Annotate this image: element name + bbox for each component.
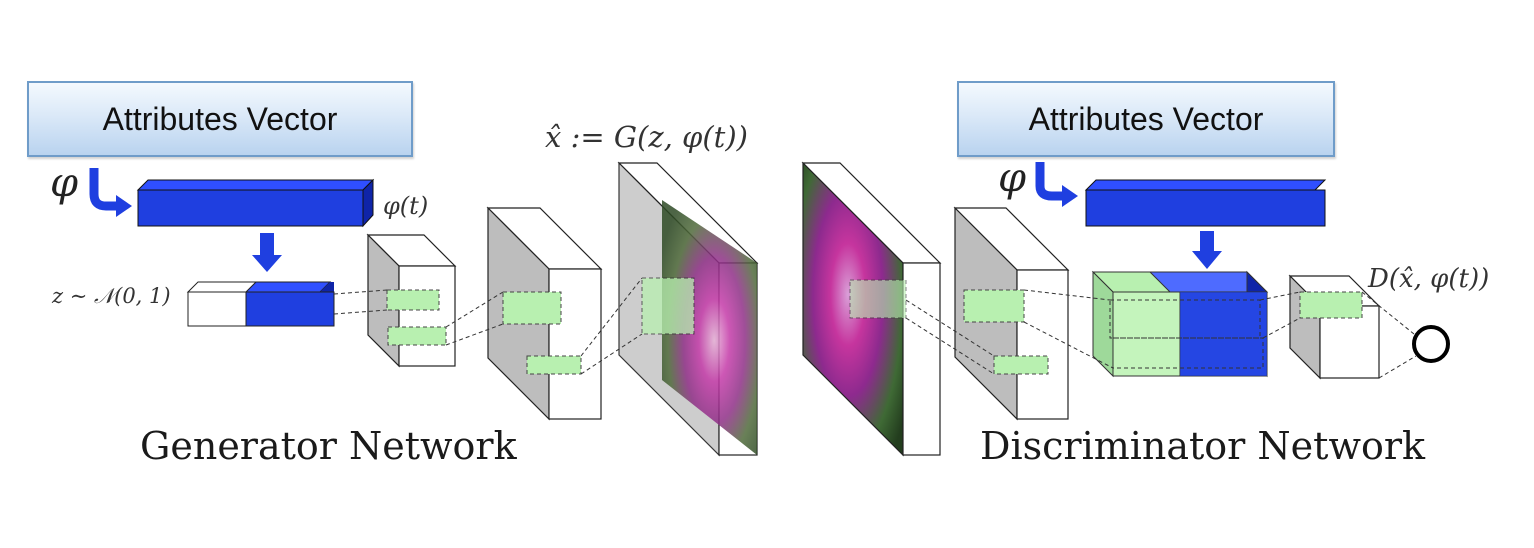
- generated-image-slab: [617, 161, 759, 457]
- discriminator-input-slab: [801, 161, 942, 457]
- discriminator-attributes-vector-box: Attributes Vector: [957, 81, 1335, 157]
- discriminator-network-title: Discriminator Network: [980, 424, 1426, 468]
- generator-block-1: [366, 233, 457, 368]
- discriminator-phi-symbol: φ: [998, 155, 1027, 201]
- discriminator-block-1: [953, 206, 1070, 421]
- generator-phi-symbol: φ: [50, 160, 79, 206]
- discriminator-output-label: D(x̂, φ(t)): [1368, 264, 1490, 294]
- generator-attributes-vector-box: Attributes Vector: [27, 81, 413, 157]
- discriminator-embedding-bar: [1084, 179, 1327, 227]
- discriminator-block-2: [1288, 274, 1381, 380]
- generator-curved-arrow-icon: [89, 168, 132, 217]
- generated-image-label: x̂ := G(z, φ(t)): [545, 120, 748, 154]
- generator-embedding-bar: [136, 178, 375, 228]
- generator-block-2: [486, 206, 603, 421]
- generator-attributes-vector-label: Attributes Vector: [102, 100, 338, 137]
- discriminator-curved-arrow-icon: [1035, 162, 1078, 207]
- generator-network-title: Generator Network: [140, 424, 517, 468]
- discriminator-attributes-vector-label: Attributes Vector: [1028, 100, 1264, 137]
- noise-concat-bar: [186, 281, 335, 327]
- discriminator-connectors: [905, 289, 1417, 379]
- noise-label: z ∼ 𝒩(0, 1): [52, 284, 171, 308]
- discriminator-down-arrow-icon: [1192, 231, 1222, 269]
- generator-down-arrow-icon: [252, 233, 282, 272]
- circle-output-icon: [1412, 325, 1450, 363]
- discriminator-concat-block: [1091, 270, 1269, 378]
- generator-connectors: [333, 277, 643, 375]
- embedding-label: φ(t): [383, 192, 429, 220]
